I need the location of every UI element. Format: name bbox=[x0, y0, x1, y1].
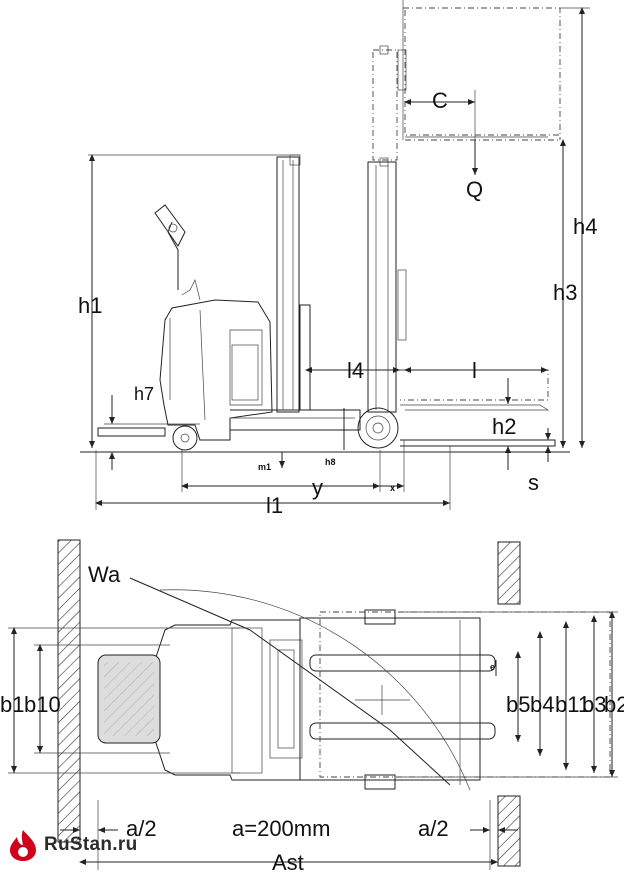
logo-icon bbox=[10, 830, 36, 861]
rear-fork bbox=[97, 427, 166, 437]
label-a-value: a=200mm bbox=[232, 816, 330, 841]
label-b2: b2 bbox=[604, 692, 624, 717]
fork-right bbox=[309, 722, 496, 740]
right-wall-top bbox=[497, 541, 521, 605]
front-fork bbox=[400, 439, 556, 447]
label-h2: h2 bbox=[492, 414, 516, 439]
fork-left bbox=[309, 654, 496, 672]
truck-body bbox=[159, 299, 273, 441]
label-b11: b11 bbox=[555, 692, 590, 717]
wheel-top-right bbox=[364, 774, 396, 790]
side-view: h1 h7 l4 l C Q h4 h3 h2 s h8 m1 y x l1 bbox=[78, 0, 597, 518]
label-b1: b1 bbox=[0, 692, 24, 717]
label-l4: l4 bbox=[347, 358, 364, 383]
load-wheel bbox=[357, 407, 399, 449]
label-b5: b5 bbox=[506, 692, 530, 717]
top-view: Wa b1 b10 b5 b4 b11 b3 b2 e a/2 a=200mm … bbox=[0, 539, 624, 873]
mast-lowered bbox=[276, 156, 300, 413]
label-Wa: Wa bbox=[88, 562, 121, 587]
label-C: C bbox=[432, 88, 448, 113]
tiller-head bbox=[154, 204, 186, 247]
label-m1: m1 bbox=[258, 462, 271, 472]
label-s: s bbox=[528, 470, 539, 495]
label-l1: l1 bbox=[266, 493, 283, 518]
label-Q: Q bbox=[466, 177, 483, 202]
label-a-half-left: a/2 bbox=[126, 816, 157, 841]
label-Ast: Ast bbox=[272, 850, 304, 873]
label-h8: h8 bbox=[325, 457, 336, 467]
label-a-half-right: a/2 bbox=[418, 816, 449, 841]
truck-top bbox=[149, 619, 301, 781]
label-b4: b4 bbox=[530, 692, 554, 717]
drive-wheel bbox=[172, 425, 198, 451]
tiller-arm bbox=[167, 221, 179, 290]
label-e: e bbox=[490, 662, 495, 672]
left-wall bbox=[57, 539, 81, 843]
label-b10: b10 bbox=[24, 692, 61, 717]
label-h1: h1 bbox=[78, 293, 102, 318]
logo-text: RuStan.ru bbox=[44, 834, 138, 855]
wheel-top-left bbox=[364, 609, 396, 625]
label-y: y bbox=[312, 475, 323, 500]
label-h7: h7 bbox=[134, 384, 154, 404]
label-h3: h3 bbox=[553, 280, 577, 305]
mast-middle bbox=[367, 161, 397, 413]
label-b3: b3 bbox=[582, 692, 606, 717]
label-l: l bbox=[472, 358, 477, 383]
right-wall-bottom bbox=[497, 795, 521, 867]
label-x: x bbox=[390, 483, 395, 493]
rustan-logo: RuStan.ru bbox=[6, 828, 137, 862]
label-h4: h4 bbox=[573, 214, 597, 239]
